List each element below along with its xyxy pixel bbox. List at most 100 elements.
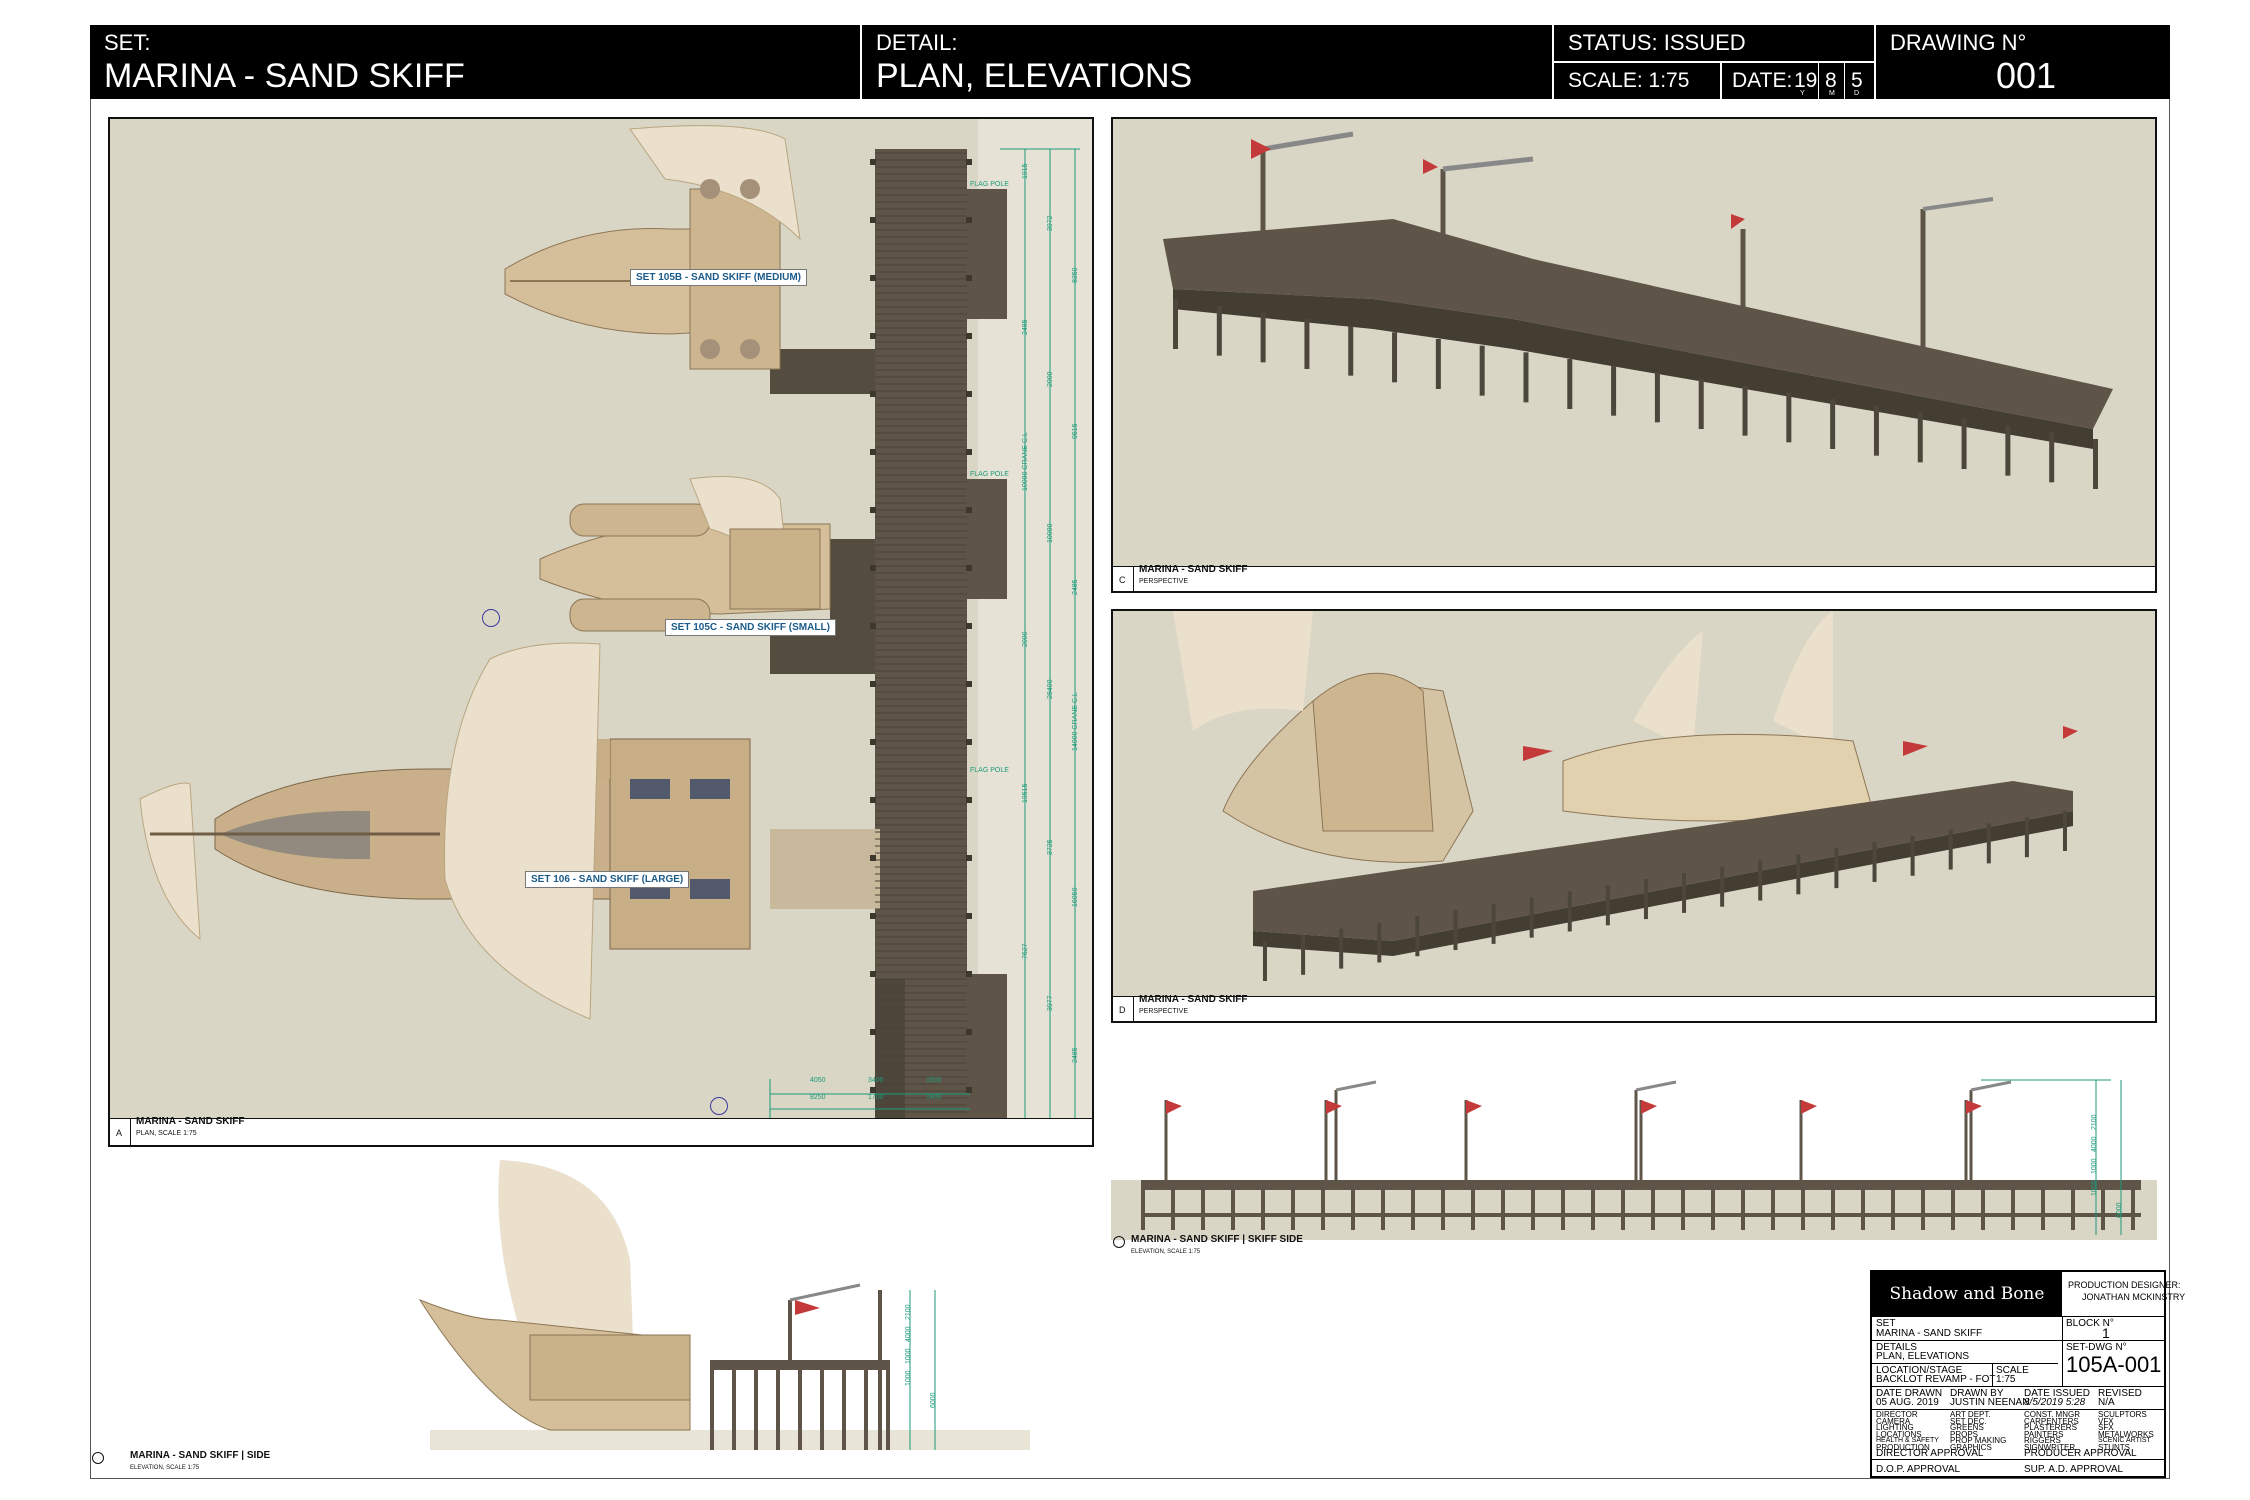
skiff-large-tag: SET 106 - SAND SKIFF (LARGE) <box>525 871 690 888</box>
dimension-label: 10000 CRANE C.L <box>1022 432 1029 491</box>
date-issued-value: 8/5/2019 5:28 <box>2024 1397 2086 1408</box>
department-cell: CARPENTERS <box>2024 1416 2079 1426</box>
status-text: STATUS: ISSUED <box>1568 30 1746 55</box>
set-value: MARINA - SAND SKIFF <box>1876 1328 1983 1339</box>
dimension-label: 6000 <box>2116 1202 2123 1218</box>
department-cell: LIGHTING <box>1876 1423 1914 1432</box>
date-divider <box>1844 63 1845 99</box>
set-value: MARINA - SAND SKIFF <box>104 57 465 95</box>
scale-text: SCALE: 1:75 <box>1568 69 1690 92</box>
dimension-label: 1700 <box>868 1094 884 1101</box>
header-divider <box>1874 25 1876 99</box>
dimension-label: 2485 <box>1022 319 1029 335</box>
date-drawn-label: DATE DRAWN <box>1876 1388 1943 1399</box>
dimension-label: 6000 <box>930 1392 937 1408</box>
dimension-lines <box>769 148 1080 1119</box>
supad-approval: SUP. A.D. APPROVAL <box>2024 1464 2124 1475</box>
date-drawn-value: 05 AUG. 2019 <box>1876 1397 1939 1408</box>
header-set: SET: MARINA - SAND SKIFF <box>90 25 860 99</box>
department-cell: HEALTH & SAFETY <box>1876 1437 1939 1444</box>
date-divider <box>1818 63 1819 99</box>
department-cell: GRAPHICS <box>1950 1442 1992 1452</box>
scale-label: SCALE <box>1996 1365 2029 1376</box>
dimension-label: 2000 <box>1047 371 1054 387</box>
perspective-c-view <box>1113 119 2155 567</box>
drawing-number: 001 <box>1996 55 2057 96</box>
department-cell: CONST. MNGR <box>2024 1410 2080 1419</box>
dimension-label: 3972 <box>1047 215 1054 231</box>
department-cell: PROPS <box>1950 1429 1979 1439</box>
dimension-label: 4000 <box>2091 1136 2098 1152</box>
detail-value: PLAN, ELEVATIONS <box>876 57 1193 95</box>
perspective-c-letter: C <box>1119 575 1126 585</box>
plan-view-panel: SET 105B - SAND SKIFF (MEDIUM) SET 105C … <box>108 117 1094 1147</box>
dimension-label: 1400 <box>926 1094 942 1101</box>
dimension-label: 2485 <box>1072 579 1079 595</box>
dimension-label: 1500 <box>926 1077 942 1084</box>
date-month: 8 <box>1825 69 1837 92</box>
department-cell: PAINTERS <box>2024 1429 2064 1439</box>
date-caption: DATE: <box>1732 69 1793 92</box>
setdwg-value: 105A-001 <box>2066 1352 2162 1377</box>
producer-approval: PRODUCER APPROVAL <box>2024 1448 2137 1459</box>
dimension-label: 4000 <box>905 1326 912 1342</box>
dimension-label: 9515 <box>1072 423 1079 439</box>
dimension-label: 3400 <box>868 1077 884 1084</box>
scale-divider <box>1720 63 1722 99</box>
scale-value: 1:75 <box>1996 1374 2016 1385</box>
drawn-by-value: JUSTIN NEENAN <box>1950 1397 2030 1408</box>
date-y-label: Y <box>1800 90 1805 97</box>
department-cell: SFX <box>2098 1423 2114 1432</box>
department-cell: LOCATIONS <box>1876 1429 1922 1439</box>
dimension-label: 16050 <box>1072 887 1079 907</box>
dimension-label: 2100 <box>2091 1114 2098 1130</box>
drawn-by-label: DRAWN BY <box>1950 1388 2004 1399</box>
plan-view-letter: A <box>116 1128 123 1138</box>
details-label: DETAILS <box>1876 1342 1917 1353</box>
department-cell: PLASTERERS <box>2024 1423 2077 1432</box>
section-marker-icon <box>710 1097 728 1115</box>
dimension-label: 4050 <box>810 1077 826 1084</box>
department-cell: SIGNWRITER <box>2024 1442 2076 1452</box>
sheet-border-bottom <box>90 1478 2170 1479</box>
sheet-border-left <box>90 99 91 1479</box>
dop-approval: D.O.P. APPROVAL <box>1876 1464 1961 1475</box>
dimension-label: 8350 <box>1072 267 1079 283</box>
department-cell: SCULPTORS <box>2098 1410 2147 1419</box>
perspective-skiffs-drawing <box>1113 611 2155 997</box>
elevation-jetty-drawing <box>1111 1079 2157 1240</box>
dimension-label: 1000 <box>905 1370 912 1386</box>
flag-pole-label: FLAG POLE <box>970 767 1009 774</box>
dimension-label: 1000 <box>905 1348 912 1364</box>
perspective-jetty-drawing <box>1113 119 2155 567</box>
details-value: PLAN, ELEVATIONS <box>1876 1351 1969 1362</box>
skiff-small <box>539 476 831 632</box>
header-drawing: DRAWING N° 001 <box>1876 25 2170 99</box>
department-cell: METALWORKS <box>2098 1429 2154 1439</box>
perspective-d-letter: D <box>1119 1005 1126 1015</box>
skiff-medium-tag: SET 105B - SAND SKIFF (MEDIUM) <box>630 269 808 286</box>
flag-pole-label: FLAG POLE <box>970 471 1009 478</box>
department-cell: SET DEC. <box>1950 1416 1987 1426</box>
department-cell: SCENIC ARTIST <box>2098 1437 2151 1444</box>
header-detail: DETAIL: PLAN, ELEVATIONS <box>862 25 1552 99</box>
dimension-label: 8250 <box>810 1094 826 1101</box>
status-divider <box>1554 61 1874 63</box>
dimension-label: 3977 <box>1047 995 1054 1011</box>
revised-label: REVISED <box>2098 1388 2142 1399</box>
detail-caption: DETAIL: <box>876 30 958 55</box>
show-logo: Shadow and Bone <box>1872 1272 2062 1316</box>
dimension-label: 2485 <box>1072 1047 1079 1063</box>
department-cell: DIRECTOR <box>1876 1410 1918 1419</box>
title-block: Shadow and Bone PRODUCTION DESIGNER: JON… <box>1870 1270 2185 1478</box>
dimension-label: 2000 <box>1022 631 1029 647</box>
flag-pole-label: FLAG POLE <box>970 181 1009 188</box>
date-m-label: M <box>1829 90 1835 97</box>
